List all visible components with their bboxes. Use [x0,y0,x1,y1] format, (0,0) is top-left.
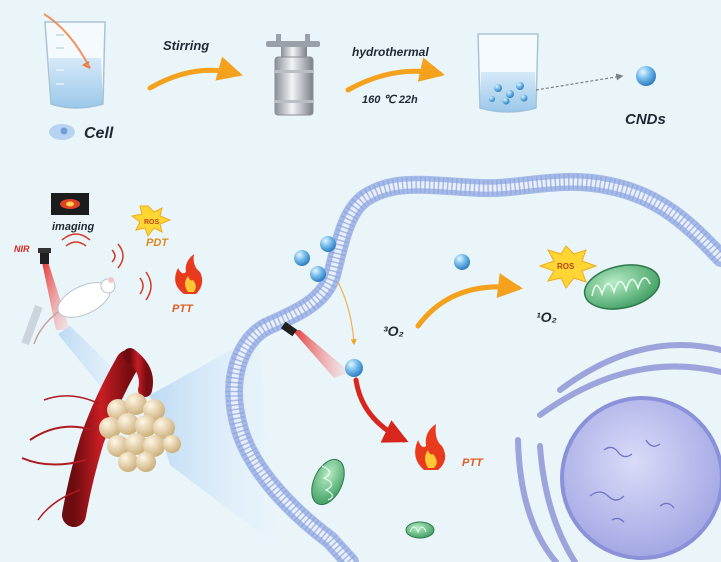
cell-icon [49,124,75,140]
beaker-cnd-icon [477,33,539,113]
mitochondria-small-icon [311,458,345,506]
signal-waves [61,233,152,301]
cell-membrane [225,172,721,562]
hydrothermal-label: hydrothermal [352,45,429,59]
tumor-icon [99,393,181,472]
mitochondria-tiny-icon [405,521,435,539]
cell-label: Cell [84,125,114,142]
cnds-label: CNDs [625,111,666,128]
autoclave-icon [266,34,320,116]
flame-icon [175,254,203,294]
excited-cnd-particle [345,359,363,377]
endoplasmic-reticulum [515,342,721,562]
blood-vessel-icon [21,348,153,527]
stirring-arrow [147,56,243,91]
cell-flame-icon [415,424,446,470]
ros-star-burst-icon [538,245,598,289]
uptake-arrow [337,281,357,346]
pdt-label: PDT [146,237,169,249]
cnd-particle [636,66,656,86]
beaker-cell-icon [43,13,106,109]
singlet-oxygen-label: ¹O₂ [536,309,557,325]
ros-label: ROS [144,219,160,226]
imaging-label: imaging [52,221,94,233]
mitochondria-icon [583,264,661,310]
nir-label: NIR [14,244,30,254]
ros-cell-label: ROS [557,262,575,271]
cnd-extract-arrow [535,73,624,91]
hydrothermal-condition: 160 ℃ 22h [362,94,418,106]
zoom-cone-right [150,335,280,548]
star-burst-icon [130,205,172,238]
nucleus-icon [560,396,721,560]
ptt-cell-label: PTT [462,457,484,469]
intracellular-laser-beam [292,330,350,378]
mouse-icon [21,277,116,346]
stirring-label: Stirring [163,38,209,53]
free-cnd-particle [454,254,470,270]
intracellular-laser-icon [280,321,298,337]
laser-icon [38,248,51,264]
ros-generation-arrow [415,273,523,329]
ptt-label: PTT [172,303,194,315]
ptt-arrow [353,377,409,443]
triplet-oxygen-label: ³O₂ [383,323,404,339]
nanoparticle-cluster [294,236,336,282]
hydrothermal-arrow [345,57,445,93]
